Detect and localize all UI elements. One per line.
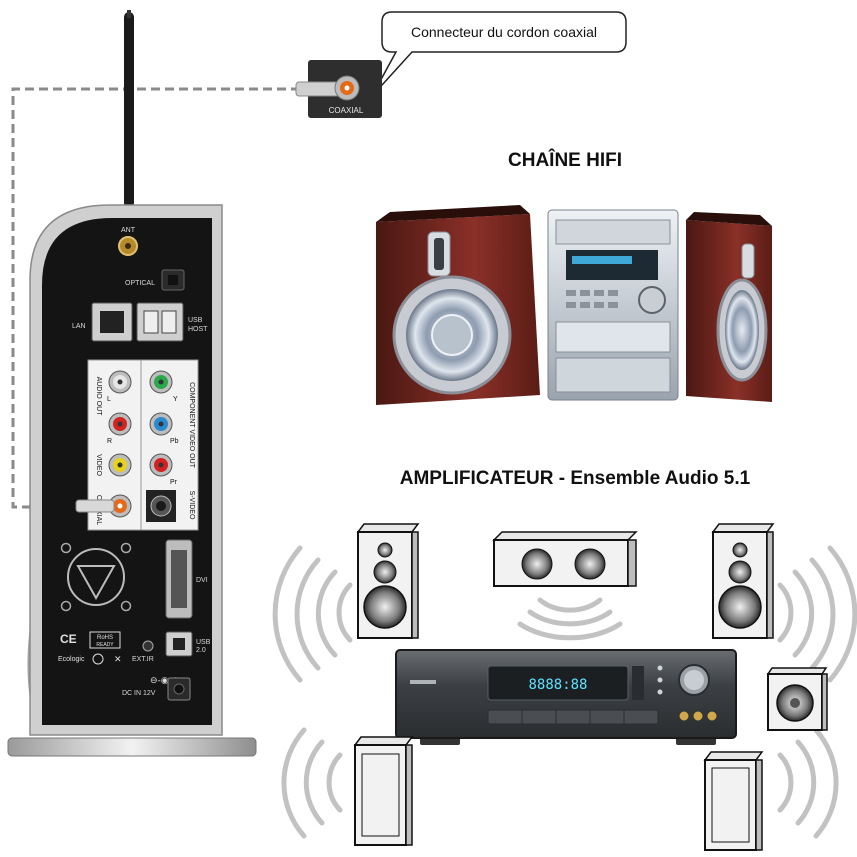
hifi-speaker-left <box>376 205 540 405</box>
dc-in-label: DC IN 12V <box>122 690 156 697</box>
hifi-title: CHAÎNE HIFI <box>508 150 622 171</box>
fan-vent <box>60 542 132 612</box>
rca-video <box>108 453 132 477</box>
media-player: ANT OPTICAL LAN USB HOST AUDIO OUT VIDEO… <box>7 10 257 757</box>
front-left-speaker <box>356 523 420 639</box>
amplifier-title: AMPLIFICATEUR - Ensemble Audio 5.1 <box>399 468 751 489</box>
label-r: R <box>107 438 112 445</box>
amp-display: 8888:88 <box>528 677 587 693</box>
usb-host-label-2: HOST <box>188 326 208 333</box>
amp-buttons-row <box>487 709 659 725</box>
coaxial-cable <box>11 87 300 509</box>
antenna <box>124 12 134 208</box>
hifi-cd-tray <box>555 321 671 353</box>
label-pb: Pb <box>170 438 179 445</box>
label-pr: Pr <box>170 479 178 486</box>
audio-out-label: AUDIO OUT <box>95 377 102 417</box>
optical-label: OPTICAL <box>125 280 155 287</box>
rca-pr <box>149 453 173 477</box>
callout-bubble <box>371 11 627 97</box>
label-y: Y <box>173 396 178 403</box>
ant-label: ANT <box>121 227 136 234</box>
rca-audio-right <box>108 412 132 436</box>
rca-y <box>149 370 173 394</box>
usb-host-label: USB <box>188 317 203 324</box>
s-video-label: S-VIDEO <box>188 491 195 520</box>
coaxial-plug-label: COAXIAL <box>329 106 364 115</box>
hifi-cassette <box>555 357 671 393</box>
lan-label: LAN <box>72 323 86 330</box>
av-amplifier: 8888:88 <box>395 649 737 745</box>
hifi-system <box>376 205 772 405</box>
center-speaker <box>492 531 638 587</box>
ecologic-icon <box>92 653 104 665</box>
weee-bin-icon: ✕ <box>114 655 122 665</box>
front-right-speaker <box>711 523 775 639</box>
hifi-speaker-right <box>686 212 772 402</box>
component-video-out-label: COMPONENT VIDEO OUT <box>188 382 195 469</box>
subwoofer <box>766 667 828 731</box>
dc-polarity-icon: ⊖-◉-⊕ <box>150 676 179 686</box>
usb-20-label-2: 2.0 <box>196 647 206 654</box>
surround-5-1-system: 8888:88 <box>272 523 857 851</box>
rca-audio-left <box>108 370 132 394</box>
rca-pb <box>149 412 173 436</box>
coaxial-plug-detail: COAXIAL <box>295 60 382 118</box>
label-l: L <box>107 396 111 403</box>
hifi-display <box>566 250 658 280</box>
sound-waves <box>272 545 857 839</box>
amp-display-panel <box>487 665 629 701</box>
hifi-volume-knob <box>638 286 666 314</box>
ext-ir-label: EXT.IR <box>132 656 154 663</box>
rear-left-speaker <box>353 736 414 846</box>
dvi-port <box>165 539 193 619</box>
rohs-label: RoHS <box>97 635 113 641</box>
callout-text: Connecteur du cordon coaxial <box>410 24 597 40</box>
coaxial-cable-plug <box>75 499 115 513</box>
rohs-ready-label: READY <box>96 642 114 648</box>
hifi-center-unit <box>547 209 679 401</box>
video-label: VIDEO <box>95 454 102 476</box>
usb-20-label: USB <box>196 639 211 646</box>
ecologic-label: Ecologic <box>58 656 85 663</box>
hifi-buttons <box>566 290 618 308</box>
dvi-label: DVI <box>196 577 208 584</box>
s-video-port <box>146 490 176 522</box>
rca-coaxial <box>108 494 132 518</box>
ext-ir-port <box>142 640 154 652</box>
amp-indicator <box>657 665 663 671</box>
ce-mark: CE <box>60 632 77 646</box>
rear-right-speaker <box>703 751 764 851</box>
